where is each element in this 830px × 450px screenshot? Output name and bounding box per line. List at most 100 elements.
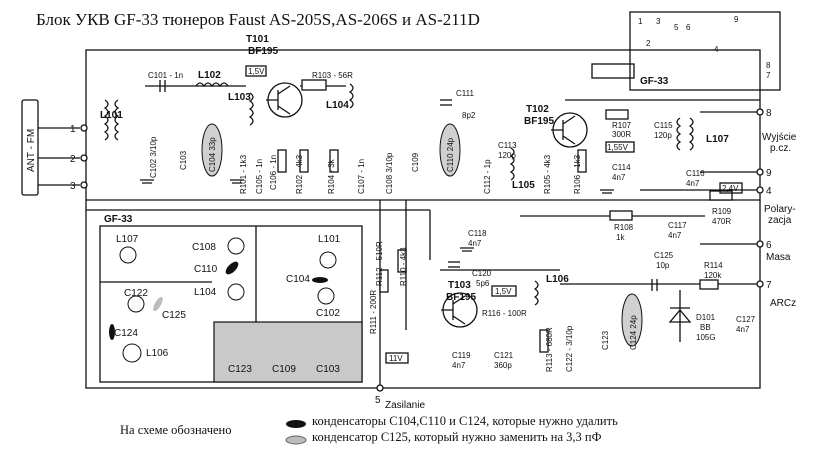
c105-label: C105 - 1n: [255, 159, 264, 194]
inset-pin-8: 8: [766, 61, 771, 70]
inset-pin-1: 1: [638, 17, 643, 26]
l106-label: L106: [546, 274, 569, 285]
legend-swatches: [285, 420, 307, 445]
c111-label: C111: [456, 89, 474, 98]
out-label-zacja: zacja: [768, 215, 792, 226]
r104-label: R104 - 3k: [327, 158, 336, 194]
r109-label: R109: [712, 207, 732, 216]
c123-label: C123: [601, 330, 610, 350]
board-c123: C123: [228, 364, 252, 375]
c114-value: 4n7: [612, 173, 626, 182]
out-pin-9: 9: [766, 168, 772, 179]
c104-label: C104 33p: [208, 137, 217, 172]
c127-value: 4n7: [736, 325, 750, 334]
c116-label: C116: [686, 169, 705, 178]
out-label-wyjscie: Wyjście: [762, 132, 797, 143]
r108-label: R108: [614, 223, 634, 232]
c117-value: 4n7: [668, 231, 682, 240]
page-title: Блок УКВ GF-33 тюнеров Faust AS-205S,AS-…: [36, 10, 480, 29]
board-l106: L106: [146, 348, 169, 359]
c102-label: C102 3/10p: [149, 136, 158, 178]
c113-value: 120p: [498, 151, 516, 160]
c103-label: C103: [179, 150, 188, 170]
ant-pin-3: 3: [70, 181, 76, 192]
board-c104: C104: [286, 274, 310, 285]
out-pin-5: 5: [375, 395, 381, 406]
c111-value: 8p2: [462, 111, 476, 120]
c118-value: 4n7: [468, 239, 482, 248]
board-c122: C122: [124, 288, 148, 299]
c110-label: C110 24p: [446, 137, 455, 172]
board-c103: C103: [316, 364, 340, 375]
c108-label: C108 3/10p: [385, 152, 394, 194]
board-l101: L101: [318, 234, 341, 245]
out-label-masa: Masa: [766, 252, 791, 263]
board-label: GF-33: [104, 214, 133, 225]
voltage-5: 11V: [389, 354, 403, 363]
r109-value: 470R: [712, 217, 731, 226]
c109-label: C109: [411, 152, 420, 172]
c117-label: C117: [668, 221, 687, 230]
inset-pin-9: 9: [734, 15, 739, 24]
r114-label: R114: [704, 261, 723, 270]
r114-value: 120k: [704, 271, 722, 280]
board-c110: C110: [194, 264, 218, 275]
c115-value: 120p: [654, 131, 672, 140]
r113-label: R113 - 680R: [545, 327, 554, 372]
l104-label: L104: [326, 100, 349, 111]
c120-label: C120: [472, 269, 492, 278]
inset-pin-6: 6: [686, 23, 691, 32]
l102-label: L102: [198, 70, 221, 81]
c114-label: C114: [612, 163, 631, 172]
t101-ref: T101: [246, 34, 269, 45]
d101-label: D101: [696, 313, 716, 322]
board-l104: L104: [194, 287, 217, 298]
inset-pin-3: 3: [656, 17, 661, 26]
out-pin-6: 6: [766, 240, 772, 251]
out-label-arcz: ARCz: [770, 298, 796, 309]
l105-label: L105: [512, 180, 535, 191]
t101-type: BF195: [248, 46, 278, 57]
t102-type: BF195: [524, 116, 554, 127]
out-label-zasilanie: Zasilanie: [385, 400, 425, 411]
out-label-pcz: p.cz.: [770, 143, 791, 154]
c107-label: C107 - 1n: [357, 159, 366, 194]
circuit-frame: [85, 49, 761, 389]
inset-pin-4: 4: [714, 45, 719, 54]
c121-label: C121: [494, 351, 514, 360]
ant-pin-1: 1: [70, 124, 76, 135]
out-pin-4: 4: [766, 186, 772, 197]
remove-marker-icon: [286, 420, 306, 428]
r112-label: R112 - 510R: [375, 241, 384, 286]
r102-label: R102 - 4k3: [295, 154, 304, 194]
c116-value: 4n7: [686, 179, 700, 188]
out-label-polary: Polary-: [764, 204, 796, 215]
replace-marker-icon: [285, 435, 307, 445]
t102-ref: T102: [526, 104, 549, 115]
r108-value: 1k: [616, 233, 625, 242]
board-l107: L107: [116, 234, 139, 245]
c119-label: C119: [452, 351, 471, 360]
c106-label: C106 - 1n: [269, 155, 278, 190]
l103-label: L103: [228, 92, 251, 103]
l107-label: L107: [706, 134, 729, 145]
shielded-area: [213, 321, 363, 383]
c125-value: 10p: [656, 261, 670, 270]
r106-label: R106 - 1k3: [573, 154, 582, 194]
l101-label: L101: [100, 110, 123, 121]
c119-value: 4n7: [452, 361, 466, 370]
legend-item-replace: конденсатор C125, который нужно заменить…: [312, 430, 602, 444]
t103-ref: T103: [448, 280, 471, 291]
out-pin-8: 8: [766, 108, 772, 119]
antenna-label: ANT - FM: [26, 129, 37, 172]
c118-label: C118: [468, 229, 487, 238]
inset-pin-5: 5: [674, 23, 679, 32]
r110-label: R110 - 4k3: [399, 247, 408, 286]
d101-value: 105G: [696, 333, 716, 342]
r116-label: R116 - 100R: [482, 309, 527, 318]
r101-label: R101 - 1k3: [239, 154, 248, 194]
d101-type: BB: [700, 323, 711, 332]
r107-label: R107: [612, 121, 632, 130]
c113-label: C113: [498, 141, 517, 150]
